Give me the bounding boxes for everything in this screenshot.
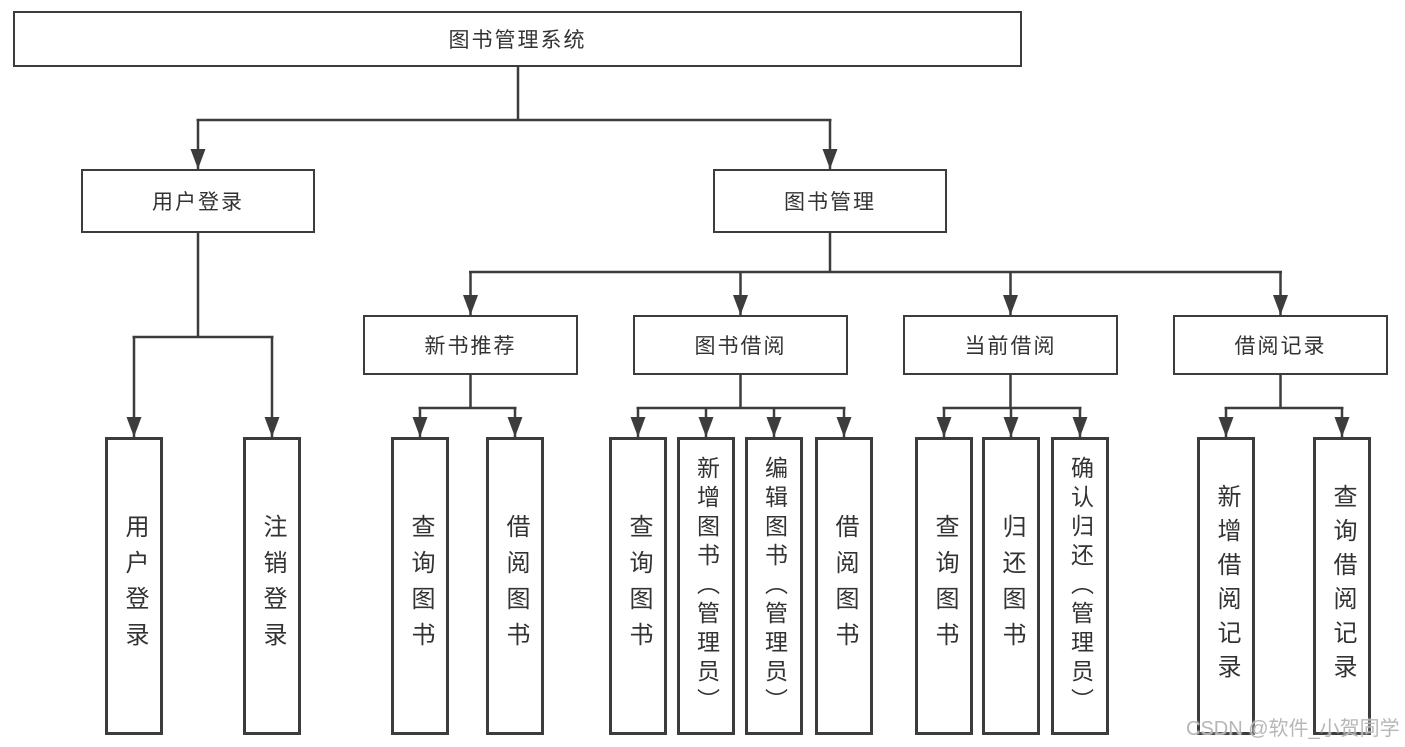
leaf-borrowing-query-books-label: 查询图书 [625,514,652,658]
leaf-newbook-query-books-label: 查询图书 [407,514,434,658]
edges-current-borrowing [936,375,1088,437]
node-book-management-label: 图书管理 [784,191,876,214]
leaf-borrowing-add-books-admin-label: 新增图书（管理员） [693,455,720,717]
edges-new-book-recommendation [412,375,523,437]
leaf-current-return-books: 归还图书 [982,437,1040,735]
node-library-management-system: 图书管理系统 [13,11,1022,67]
node-book-borrowing-label: 图书借阅 [694,335,787,358]
leaf-user-login-label: 用户登录 [121,514,148,658]
node-book-management: 图书管理 [713,169,947,233]
leaf-borrowing-borrow-books: 借阅图书 [815,437,873,735]
leaf-borrowing-add-books-admin: 新增图书（管理员） [677,437,735,735]
leaf-current-confirm-return-admin-label: 确认归还（管理员） [1067,455,1094,717]
leaf-records-query-record: 查询借阅记录 [1313,437,1371,735]
node-current-borrowing: 当前借阅 [903,315,1118,375]
leaf-borrowing-edit-books-admin-label: 编辑图书（管理员） [761,455,788,717]
leaf-current-return-books-label: 归还图书 [998,514,1025,658]
leaf-borrowing-borrow-books-label: 借阅图书 [831,514,858,658]
leaf-user-login: 用户登录 [105,437,163,735]
leaf-borrowing-edit-books-admin: 编辑图书（管理员） [745,437,803,735]
node-new-book-recommendation: 新书推荐 [363,315,578,375]
leaf-newbook-borrow-books: 借阅图书 [486,437,544,735]
leaf-current-confirm-return-admin: 确认归还（管理员） [1051,437,1109,735]
edges-book-management-to-level3 [463,233,1288,315]
edges-root-to-level2 [190,67,838,169]
leaf-current-query-books: 查询图书 [915,437,973,735]
node-book-borrowing: 图书借阅 [633,315,848,375]
leaf-logout-label: 注销登录 [259,514,286,658]
node-borrowing-records: 借阅记录 [1173,315,1388,375]
node-borrowing-records-label: 借阅记录 [1234,335,1327,358]
leaf-borrowing-query-books: 查询图书 [609,437,667,735]
leaf-newbook-query-books: 查询图书 [391,437,449,735]
leaf-records-add-record-label: 新增借阅记录 [1213,484,1240,688]
node-user-login-label: 用户登录 [152,191,244,214]
node-new-book-recommendation-label: 新书推荐 [424,335,517,358]
leaf-logout: 注销登录 [243,437,301,735]
edges-book-borrowing [630,375,852,437]
leaf-current-query-books-label: 查询图书 [931,514,958,658]
edges-user-login-to-leaves [126,233,280,437]
edges-borrowing-records [1218,375,1350,437]
csdn-watermark: CSDN @软件_小贺同学 [1186,718,1400,740]
leaf-records-query-record-label: 查询借阅记录 [1329,484,1356,688]
leaf-records-add-record: 新增借阅记录 [1197,437,1255,735]
node-user-login: 用户登录 [81,169,315,233]
node-library-management-system-label: 图书管理系统 [448,29,587,52]
node-current-borrowing-label: 当前借阅 [964,335,1057,358]
leaf-newbook-borrow-books-label: 借阅图书 [502,514,529,658]
